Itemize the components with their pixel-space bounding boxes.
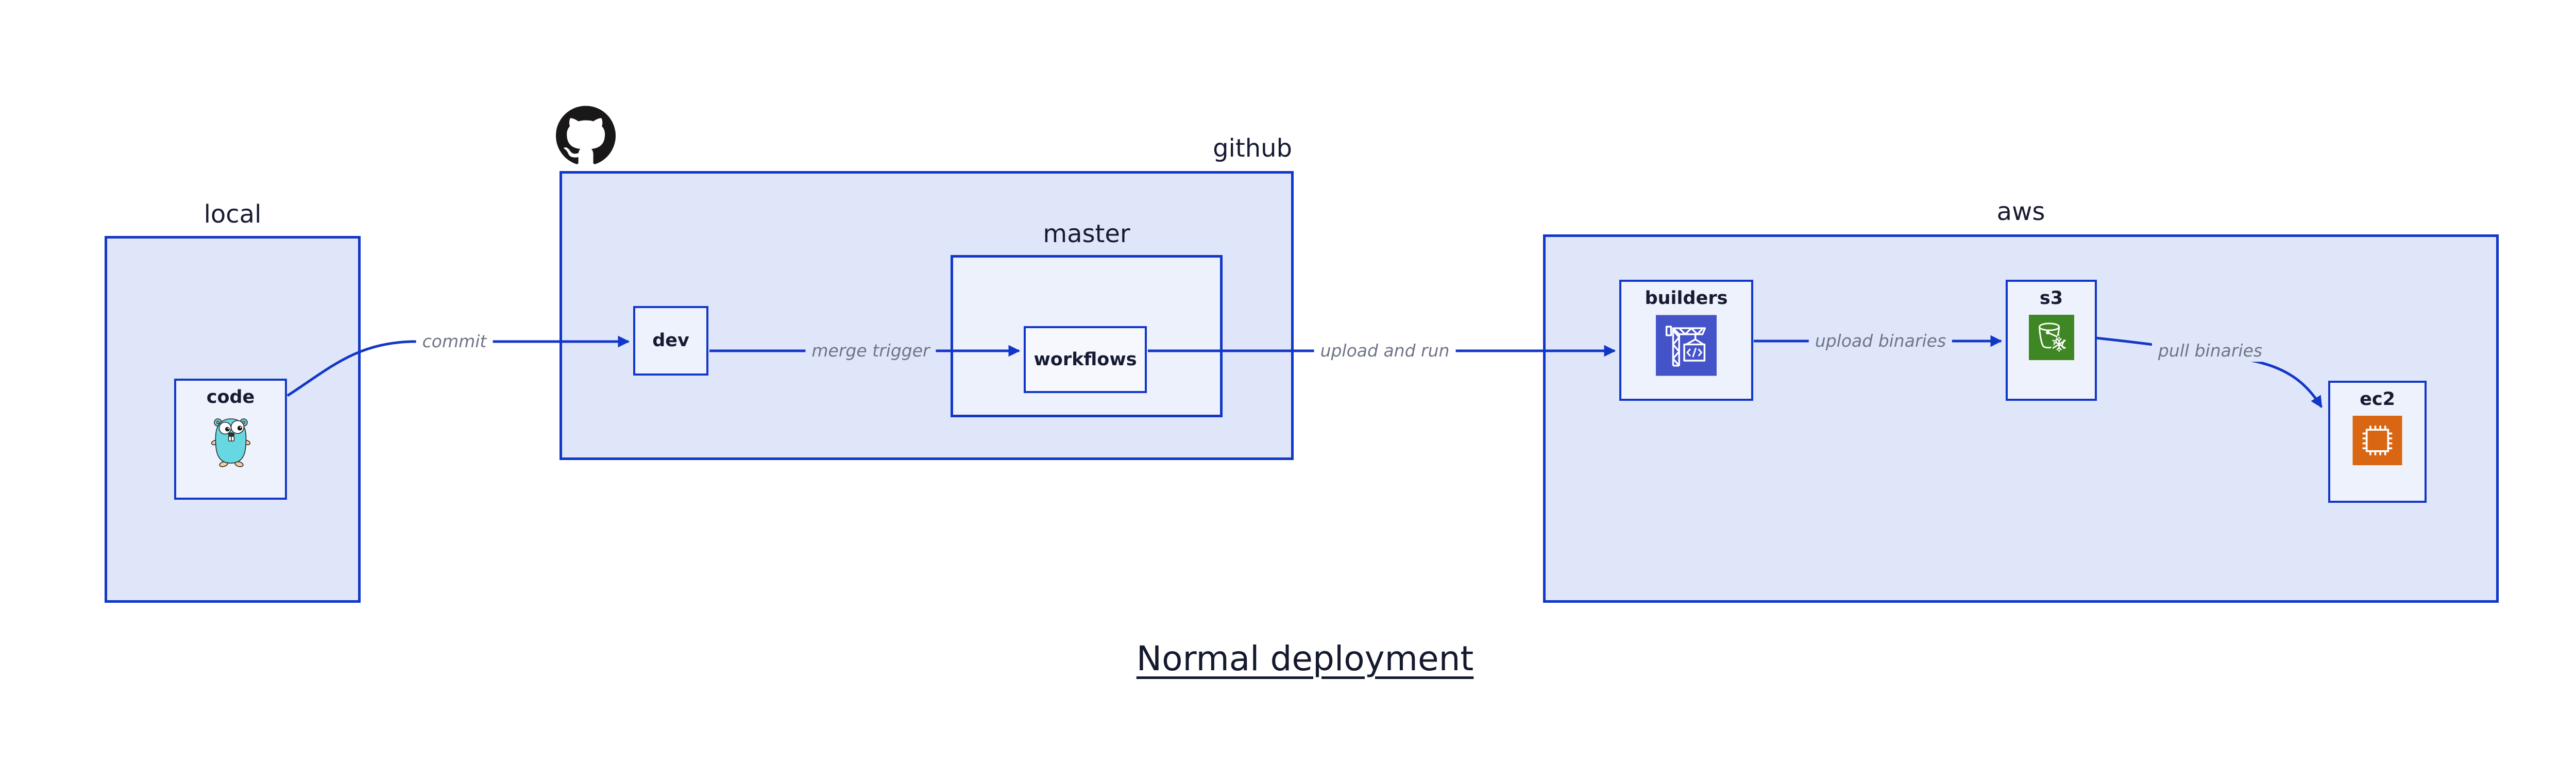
go-gopher-icon	[211, 414, 250, 467]
group-master-label: master	[1043, 219, 1130, 248]
edge-commit-label: commit	[416, 331, 493, 352]
node-s3: s3	[2006, 280, 2097, 401]
node-workflows: workflows	[1024, 326, 1147, 393]
node-workflows-label: workflows	[1033, 349, 1137, 370]
node-s3-label: s3	[2039, 288, 2063, 309]
edge-upload-and-run-label: upload and run	[1314, 340, 1456, 362]
github-octocat-icon	[556, 105, 616, 167]
node-builders-label: builders	[1645, 288, 1728, 309]
edge-upload-binaries-label: upload binaries	[1808, 330, 1953, 352]
group-github-label: github	[1213, 134, 1292, 163]
edge-merge-trigger-label: merge trigger	[805, 340, 936, 362]
aws-ec2-icon	[2352, 416, 2402, 466]
edge-pull-binaries-label: pull binaries	[2151, 340, 2269, 362]
node-code-label: code	[206, 387, 255, 408]
aws-codebuild-icon	[1656, 315, 1717, 376]
node-dev-label: dev	[652, 330, 689, 351]
aws-s3-glacier-icon	[2028, 315, 2075, 361]
node-builders: builders	[1619, 280, 1753, 401]
group-aws-label: aws	[1996, 197, 2045, 226]
node-code: code	[174, 379, 287, 500]
group-local-label: local	[204, 200, 262, 229]
node-ec2: ec2	[2328, 381, 2427, 503]
node-ec2-label: ec2	[2360, 389, 2395, 410]
node-dev: dev	[633, 306, 708, 376]
diagram-title: Normal deployment	[1136, 639, 1474, 678]
